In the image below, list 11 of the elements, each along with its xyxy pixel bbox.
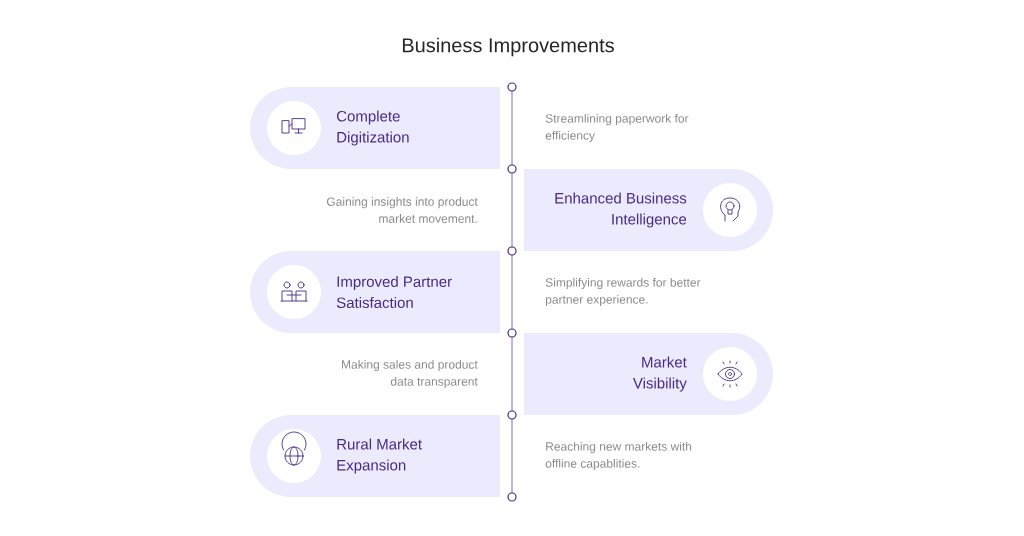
band: Enhanced Business Intelligence	[524, 169, 773, 251]
band: Market Visibility	[524, 333, 773, 415]
description: Gaining insights into product market movement.	[327, 197, 478, 223]
band: Rural Market Expansion	[250, 415, 500, 497]
band: Complete Digitization	[250, 87, 500, 169]
title: Business Improvements	[402, 37, 614, 57]
description: Making sales and product data transparent	[342, 359, 478, 389]
band: Improved Partner Satisfaction	[250, 251, 500, 333]
description: Streamlining paperwork for efficiency	[545, 113, 689, 143]
description: Simplifying rewards for better partner experience.	[545, 277, 701, 307]
description: Reaching new markets with offline capablities.	[545, 441, 692, 471]
